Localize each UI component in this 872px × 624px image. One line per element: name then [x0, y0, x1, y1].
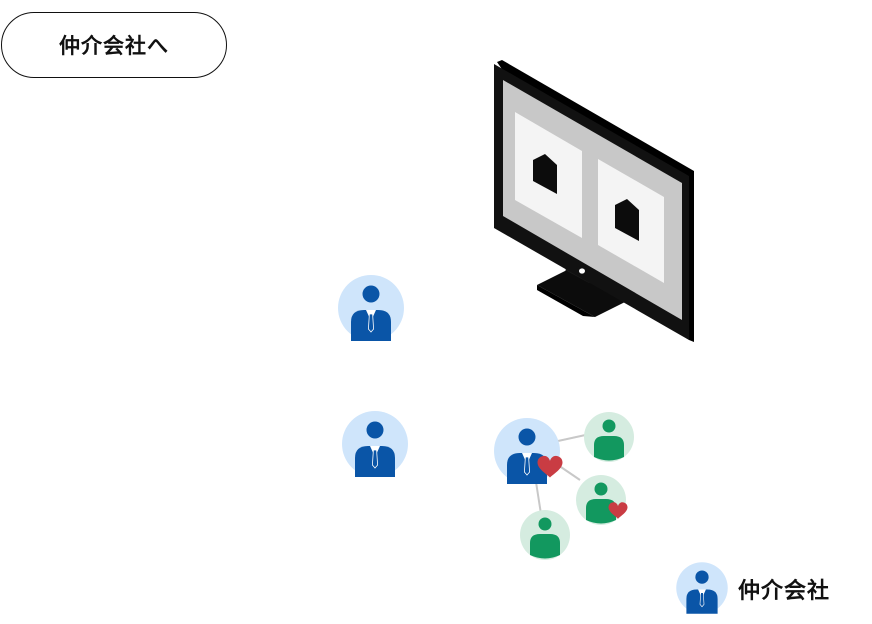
- broker-avatar-icon: [341, 410, 409, 478]
- listing-panel-left: [515, 112, 582, 238]
- broker-avatar-icon: [337, 274, 405, 342]
- legend-broker-avatar-icon: [675, 561, 729, 615]
- to-broker-button[interactable]: 仲介会社へ: [1, 12, 227, 78]
- customer-avatar-icon: [584, 412, 634, 462]
- house-icon: [615, 199, 639, 241]
- customer-avatar-icon: [520, 510, 570, 560]
- legend-broker-label: 仲介会社: [738, 579, 831, 604]
- house-icon: [533, 154, 557, 194]
- listing-panel-right: [598, 159, 664, 283]
